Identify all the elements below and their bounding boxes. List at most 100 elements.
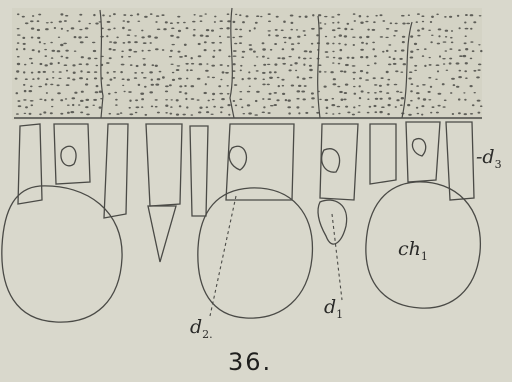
stipple-dot <box>428 30 431 31</box>
stipple-dot <box>268 98 272 100</box>
stipple-dot <box>277 57 280 59</box>
stipple-dot <box>108 93 111 95</box>
stipple-dot <box>458 76 462 78</box>
stipple-dot <box>381 106 385 108</box>
stipple-dot <box>464 113 467 115</box>
stipple-dot <box>339 91 343 93</box>
stipple-dot <box>130 64 133 66</box>
stipple-dot <box>360 56 363 58</box>
stipple-dot <box>45 55 48 57</box>
stipple-dot <box>410 100 413 102</box>
stipple-dot <box>428 99 431 100</box>
stipple-dot <box>60 13 63 15</box>
stipple-dot <box>94 71 97 73</box>
stipple-dot <box>128 41 131 43</box>
stipple-dot <box>340 49 343 51</box>
stipple-dot <box>43 71 46 73</box>
stipple-dot <box>176 99 179 101</box>
stipple-dot <box>239 14 241 16</box>
stipple-dot <box>248 112 252 114</box>
stipple-dot <box>304 50 308 52</box>
label-ch1: ch1 <box>398 240 428 262</box>
stipple-dot <box>262 112 265 114</box>
stipple-dot <box>40 63 43 65</box>
stipple-dot <box>464 70 467 72</box>
stipple-dot <box>79 77 83 79</box>
stipple-dot <box>194 14 196 16</box>
stipple-dot <box>287 106 291 108</box>
stipple-dot <box>39 99 42 100</box>
stipple-dot <box>114 92 117 94</box>
mucous-cell-d2 <box>198 188 313 318</box>
stipple-dot <box>247 78 250 80</box>
stipple-dot <box>16 48 18 50</box>
stipple-dot <box>240 65 242 67</box>
stipple-dot <box>303 30 306 32</box>
stipple-dot <box>219 36 221 38</box>
stipple-dot <box>443 41 447 42</box>
stipple-dot <box>473 21 476 23</box>
stipple-dot <box>152 64 155 66</box>
stipple-dot <box>23 48 25 50</box>
stipple-dot <box>428 91 431 93</box>
stipple-dot <box>367 98 369 100</box>
stipple-dot <box>385 37 388 38</box>
stipple-dot <box>199 107 202 109</box>
stipple-dot <box>417 97 420 99</box>
stipple-dot <box>337 14 340 16</box>
stipple-dot <box>191 63 194 65</box>
stipple-dot <box>149 71 153 73</box>
stipple-dot <box>470 58 473 60</box>
stipple-dot <box>73 72 76 74</box>
stipple-dot <box>220 79 222 81</box>
stipple-dot <box>179 91 182 93</box>
stipple-dot <box>249 30 251 32</box>
stipple-dot <box>297 90 301 92</box>
stipple-dot <box>25 78 28 80</box>
stipple-dot <box>303 98 306 100</box>
stipple-dot <box>23 84 25 86</box>
stipple-dot <box>22 16 25 18</box>
stipple-dot <box>155 65 158 67</box>
stipple-dot <box>429 64 432 66</box>
stipple-dot <box>326 107 329 109</box>
stipple-dot <box>282 57 286 59</box>
stipple-dot <box>360 70 363 72</box>
stipple-dot <box>239 91 242 92</box>
stipple-dot <box>390 22 393 24</box>
stipple-dot <box>127 21 130 23</box>
stipple-dot <box>78 20 81 22</box>
stipple-dot <box>436 64 440 66</box>
stipple-dot <box>332 62 334 63</box>
stipple-dot <box>24 113 27 114</box>
stipple-dot <box>288 37 291 39</box>
stipple-dot <box>326 42 329 44</box>
stipple-dot <box>430 41 432 43</box>
stipple-dot <box>213 106 216 108</box>
stipple-dot <box>478 64 481 66</box>
stipple-dot <box>291 85 294 87</box>
stipple-dot <box>417 35 420 37</box>
stipple-dot <box>325 113 327 115</box>
stipple-dot <box>309 51 312 53</box>
stipple-dot <box>113 13 116 15</box>
stipple-dot <box>25 106 28 108</box>
stipple-dot <box>332 98 335 100</box>
stipple-dot <box>396 99 399 101</box>
stipple-dot <box>206 111 209 113</box>
stipple-dot <box>242 78 244 80</box>
stipple-dot <box>290 29 293 31</box>
stipple-dot <box>31 72 33 74</box>
stipple-dot <box>453 84 456 86</box>
stipple-dot <box>263 106 265 108</box>
stipple-dot <box>235 14 237 15</box>
stipple-dot <box>127 34 131 36</box>
stipple-dot <box>438 35 440 37</box>
stipple-dot <box>109 15 111 17</box>
stipple-dot <box>225 72 229 74</box>
stipple-dot <box>410 35 413 37</box>
stipple-dot <box>184 44 187 46</box>
stipple-dot <box>411 83 414 85</box>
stipple-dot <box>449 16 452 18</box>
stipple-dot <box>67 77 70 79</box>
